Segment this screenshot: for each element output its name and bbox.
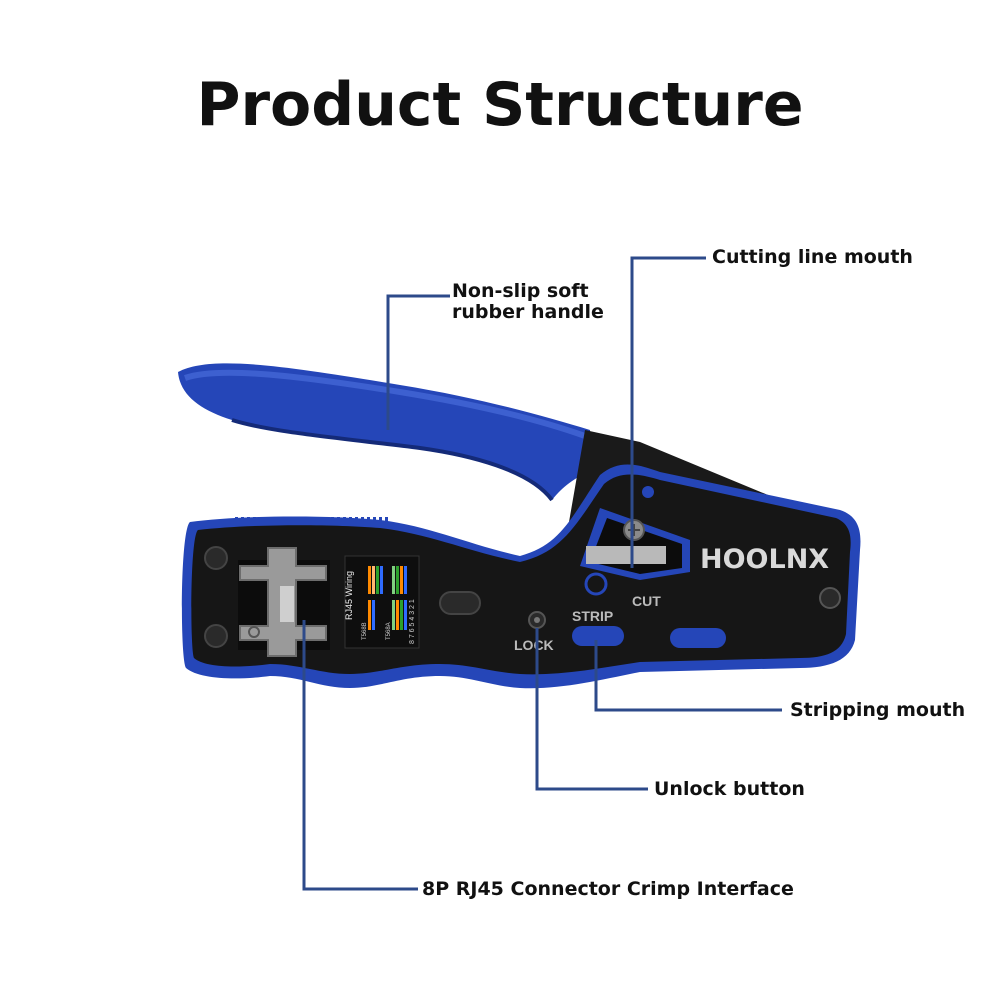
cutting-leader xyxy=(630,256,706,568)
wire-colors-a xyxy=(392,566,407,594)
callout-handle: Non-slip soft rubber handle xyxy=(452,281,604,323)
brand-logo: HOOLNX xyxy=(700,544,829,575)
callout-stripping: Stripping mouth xyxy=(790,699,966,721)
wire-colors-b xyxy=(368,566,383,594)
stripping-leader xyxy=(594,640,782,712)
callout-connector: 8P RJ45 Connector Crimp Interface xyxy=(422,878,794,900)
lock-label: LOCK xyxy=(514,637,554,653)
pin-numbers: 8 7 6 5 4 3 2 1 xyxy=(409,599,416,644)
connector-leader xyxy=(302,620,418,891)
callout-cutting: Cutting line mouth xyxy=(712,246,913,268)
unlock-button: LOCK xyxy=(514,611,554,653)
handle-leader xyxy=(386,294,450,430)
callout-unlock: Unlock button xyxy=(654,778,805,800)
unlock-leader xyxy=(535,628,648,791)
cut-label: CUT xyxy=(632,593,661,609)
t568a-label: T568A xyxy=(386,622,392,640)
stripping-mouth: STRIP xyxy=(572,608,726,648)
callout-handle-line2: rubber handle xyxy=(452,301,604,323)
wiring-chart: RJ45 Wiring T568A T568B xyxy=(344,555,420,649)
leader-lines xyxy=(302,256,782,891)
wire-colors-a2 xyxy=(368,600,407,630)
rivets xyxy=(204,486,841,648)
page-title: Product Structure xyxy=(196,70,804,140)
cutting-mouth: CUT xyxy=(580,508,690,609)
callout-handle-line1: Non-slip soft xyxy=(452,280,589,302)
strip-label: STRIP xyxy=(572,608,613,624)
wiring-title: RJ45 Wiring xyxy=(344,571,354,620)
rj45-crimp-interface xyxy=(238,547,330,657)
t568b-label: T568B xyxy=(362,622,368,640)
